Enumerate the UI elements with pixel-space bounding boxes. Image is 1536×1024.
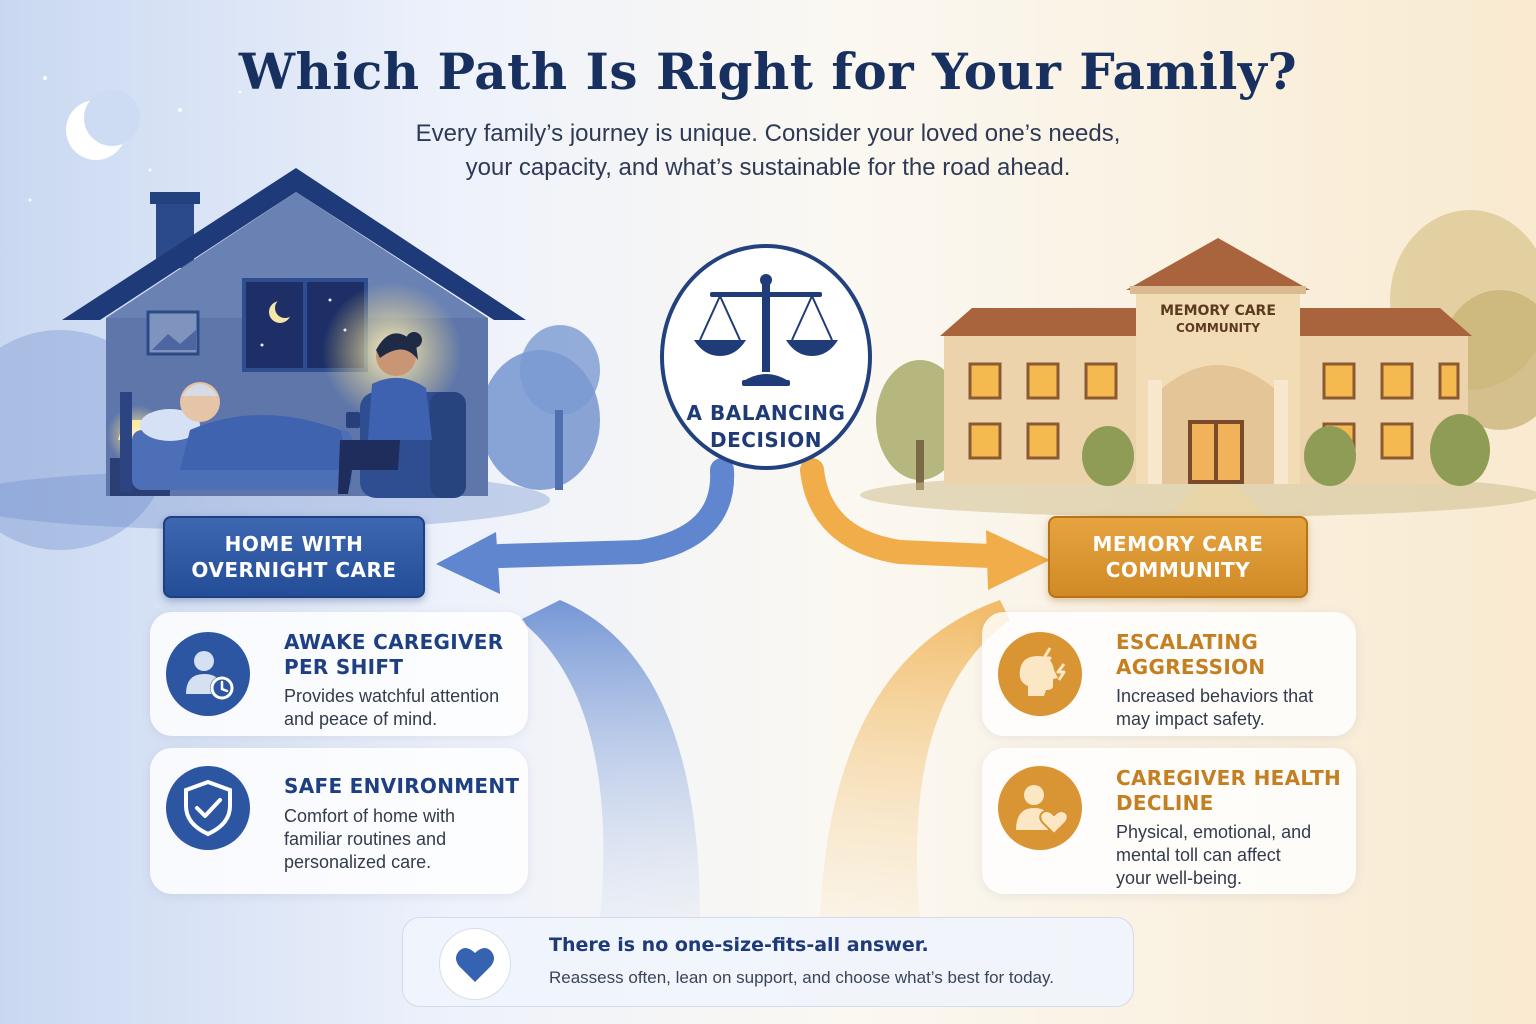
memory-label-line-1: MEMORY CARE (1092, 532, 1264, 556)
shield-check-icon (166, 766, 250, 850)
card-safe-environment-text: Comfort of home with familiar routines a… (284, 805, 455, 874)
building-sign-line-2: COMMUNITY (1175, 321, 1261, 335)
card-safe-environment-text-line-2: familiar routines and (284, 829, 447, 849)
card-escalating-aggression-text-line-1: Increased behaviors that (1116, 686, 1314, 706)
card-awake-caregiver-text: Provides watchful attention and peace of… (284, 685, 499, 731)
house-illustration (62, 168, 526, 498)
card-escalating-aggression-text: Increased behaviors that may impact safe… (1116, 685, 1313, 731)
heart-icon (439, 928, 511, 1000)
card-escalating-aggression-title-line-1: ESCALATING (1116, 630, 1259, 654)
card-awake-caregiver-text-line-2: and peace of mind. (284, 709, 438, 729)
card-caregiver-health-text-line-2: mental toll can affect (1116, 845, 1281, 865)
card-safe-environment-title: SAFE ENVIRONMENT (284, 774, 520, 798)
scales-icon (694, 274, 838, 386)
card-awake-caregiver-title: AWAKE CAREGIVER PER SHIFT (284, 630, 503, 680)
card-escalating-aggression-title-line-2: AGGRESSION (1116, 655, 1266, 679)
building-sign: MEMORY CARE COMMUNITY (1140, 302, 1296, 336)
card-escalating-aggression-text-line-2: may impact safety. (1116, 709, 1265, 729)
card-awake-caregiver-title-line-1: AWAKE CAREGIVER (284, 630, 504, 654)
stars (28, 76, 242, 202)
subtitle-line-2: your capacity, and what’s sustainable fo… (465, 154, 1071, 181)
banner-text: Reassess often, lean on support, and cho… (549, 968, 1054, 987)
home-label-line-1: HOME WITH (224, 532, 364, 556)
bottom-banner: There is no one-size-fits-all answer. Re… (402, 917, 1134, 1007)
card-awake-caregiver-title-line-2: PER SHIFT (284, 655, 404, 679)
card-escalating-aggression-title: ESCALATING AGGRESSION (1116, 630, 1265, 680)
head-lightning-icon (998, 632, 1082, 716)
card-safe-environment-text-line-1: Comfort of home with (284, 806, 456, 826)
card-caregiver-health-title: CAREGIVER HEALTH DECLINE (1116, 766, 1341, 816)
balancing-decision-label: A BALANCING DECISION (660, 400, 872, 454)
card-caregiver-health-title-line-2: DECLINE (1116, 791, 1214, 815)
home-overnight-care-label: HOME WITH OVERNIGHT CARE (163, 516, 425, 598)
person-heart-icon (998, 766, 1082, 850)
card-caregiver-health: CAREGIVER HEALTH DECLINE Physical, emoti… (982, 748, 1356, 894)
balancing-decision-line-1: A BALANCING (686, 401, 846, 425)
card-safe-environment-text-line-3: personalized care. (284, 852, 432, 872)
balancing-decision-line-2: DECISION (710, 428, 822, 452)
banner-heading: There is no one-size-fits-all answer. (549, 934, 929, 956)
card-safe-environment: SAFE ENVIRONMENT Comfort of home with fa… (150, 748, 528, 894)
card-awake-caregiver: AWAKE CAREGIVER PER SHIFT Provides watch… (150, 612, 528, 736)
caregiver-clock-icon (166, 632, 250, 716)
moon-icon (66, 90, 140, 160)
card-caregiver-health-text: Physical, emotional, and mental toll can… (1116, 821, 1311, 890)
card-caregiver-health-title-line-1: CAREGIVER HEALTH (1116, 766, 1342, 790)
card-awake-caregiver-text-line-1: Provides watchful attention (284, 686, 500, 706)
building-sign-line-1: MEMORY CARE (1160, 303, 1276, 319)
card-caregiver-health-text-line-3: your well-being. (1116, 868, 1243, 888)
memory-label-line-2: COMMUNITY (1105, 558, 1251, 582)
card-escalating-aggression: ESCALATING AGGRESSION Increased behavior… (982, 612, 1356, 736)
card-caregiver-health-text-line-1: Physical, emotional, and (1116, 822, 1312, 842)
subtitle-line-1: Every family’s journey is unique. Consid… (415, 120, 1121, 147)
home-label-line-2: OVERNIGHT CARE (191, 558, 397, 582)
memory-care-community-label: MEMORY CARE COMMUNITY (1048, 516, 1308, 598)
building-illustration (940, 238, 1490, 520)
page-title: Which Path Is Right for Your Family? (238, 42, 1298, 101)
